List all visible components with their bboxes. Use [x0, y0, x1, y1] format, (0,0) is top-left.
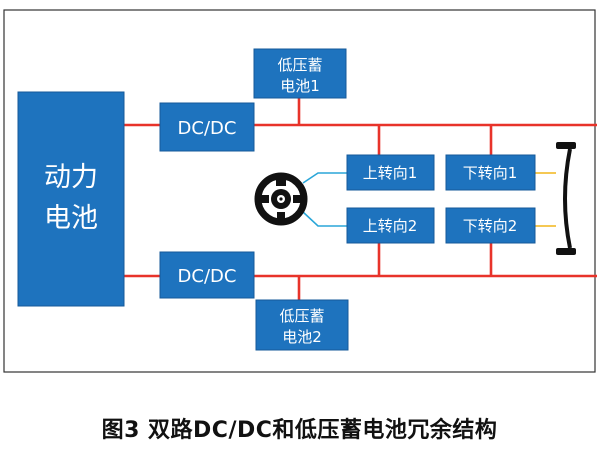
- upper-steering-1-label: 上转向1: [363, 164, 418, 182]
- lower-steering-2-block: 下转向2: [445, 207, 536, 244]
- wheel-axle-icon: [556, 142, 576, 255]
- power-battery-label-line1: 动力: [44, 162, 98, 193]
- lv-battery-2-label-line2: 电池2: [282, 328, 322, 346]
- power-battery-label-line2: 电池: [44, 203, 98, 234]
- lower-steering-2-label: 下转向2: [463, 217, 518, 235]
- lv-battery-1-label-line2: 电池1: [280, 77, 320, 95]
- dcdc-top-block: DC/DC: [159, 102, 255, 152]
- lv-battery-1-label-line1: 低压蓄: [277, 56, 322, 74]
- power-battery-block: 动力 电池: [17, 91, 125, 307]
- lower-steering-1-label: 下转向1: [463, 164, 518, 182]
- lv-battery-2-block: 低压蓄 电池2: [255, 299, 349, 351]
- dcdc-bottom-block: DC/DC: [159, 251, 255, 299]
- dcdc-bottom-label: DC/DC: [178, 266, 237, 287]
- upper-steering-2-label: 上转向2: [363, 217, 418, 235]
- steering-wheel-icon: [254, 172, 308, 226]
- lv-battery-1-block: 低压蓄 电池1: [253, 48, 347, 99]
- lower-steering-1-block: 下转向1: [445, 154, 536, 191]
- lv-battery-2-label-line1: 低压蓄: [279, 307, 324, 325]
- redundancy-diagram: 动力 电池 DC/DC DC/DC 低压蓄 电池1 低压蓄 电池2 上转向1 下…: [3, 9, 597, 373]
- figure-caption: 图3 双路DC/DC和低压蓄电池冗余结构: [101, 418, 498, 443]
- upper-steering-2-block: 上转向2: [346, 207, 435, 244]
- power-lines: [124, 98, 597, 300]
- wheel-lines: [535, 172, 556, 227]
- upper-steering-1-block: 上转向1: [346, 154, 435, 191]
- signal-lines: [302, 172, 347, 227]
- dcdc-top-label: DC/DC: [178, 118, 237, 139]
